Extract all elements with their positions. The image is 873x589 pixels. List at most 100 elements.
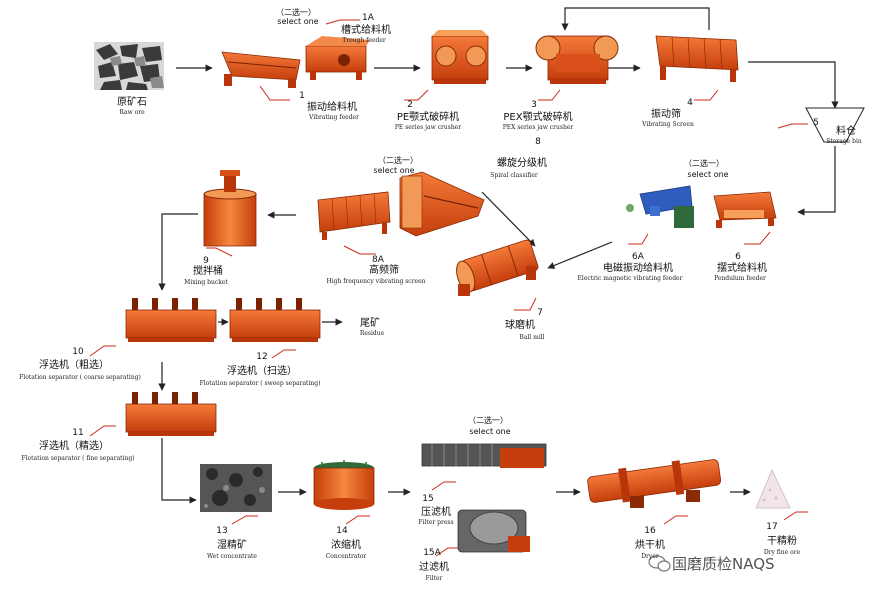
- node-1-label: 振动给料机: [307, 102, 357, 113]
- filter-press-image: [421, 443, 547, 468]
- select-one-en-label-3: select one: [373, 166, 415, 175]
- node-3-en-label: PEX series jaw crusher: [502, 124, 574, 131]
- node-3-number: 3: [531, 100, 537, 110]
- spiral-classifier-label: 螺旋分级机: [497, 158, 547, 169]
- node-6a-label: 电磁振动给料机: [603, 263, 673, 274]
- arrow-bucket-to-flotation: [158, 213, 198, 291]
- pex-jaw-crusher-image: [535, 35, 619, 84]
- vibrating-feeder-image: [221, 51, 301, 88]
- node-16-label: 烘干机: [635, 540, 665, 551]
- node-9-en-label: Mixing bucket: [184, 279, 228, 286]
- storage-bin-shape: [805, 107, 865, 143]
- node-11-en-label: Flotation separator ( fine separating): [21, 455, 135, 462]
- node-3-label: PEX颚式破碎机: [503, 112, 573, 123]
- raw-ore-image: [94, 42, 164, 90]
- arrow-fine-to-wet: [161, 438, 197, 504]
- node-7-number: 7: [537, 308, 543, 318]
- node-15a-en-label: Filter: [425, 575, 443, 582]
- node-1a-number: 1A: [362, 13, 374, 23]
- dry-fine-ore-image: [755, 469, 791, 509]
- node-10-label: 浮选机（粗选）: [39, 360, 109, 371]
- node-5-label: 料仓: [836, 126, 856, 137]
- node-6a-en-label: Electric magnetic vibrating feeder: [577, 275, 683, 282]
- spiral-classifier-image: [399, 171, 485, 237]
- node-15a-label: 过滤机: [419, 562, 449, 573]
- node-10-en-label: Flotation separator ( coarse separating): [19, 374, 141, 381]
- select-one-en-label-2: select one: [687, 170, 729, 179]
- filter-image: [457, 509, 530, 553]
- wechat-icon: [648, 555, 671, 572]
- flotation-sweep-image: [229, 298, 321, 342]
- arrow-screen-return: [561, 7, 710, 31]
- node-15-label: 压滤机: [421, 507, 451, 518]
- node-5-en-label: Storage bin: [826, 138, 862, 145]
- node-9-label: 搅拌桶: [193, 266, 223, 277]
- node-13-label: 湿精矿: [217, 540, 247, 551]
- node-11-label: 浮选机（精选）: [39, 441, 109, 452]
- spiral-classifier-en-label: Spiral classifier: [490, 172, 538, 179]
- node-17-number: 17: [766, 522, 778, 532]
- arrow-feeder-to-mill: [547, 241, 613, 269]
- arrow-bin-to-feeder: [797, 146, 836, 216]
- node-2-label: PE颚式破碎机: [396, 112, 460, 123]
- node-8-number: 8: [535, 137, 541, 147]
- mixing-bucket-image: [203, 170, 257, 247]
- node-12-en-label: Flotation separator ( sweep separating): [199, 380, 321, 387]
- node-15-number: 15: [422, 494, 434, 504]
- node-4-en-label: Vibrating Screen: [642, 121, 694, 128]
- ball-mill-image: [456, 239, 539, 296]
- node-1a-label: 槽式给料机: [341, 25, 391, 36]
- node-14-number: 14: [336, 526, 348, 536]
- pe-jaw-crusher-image: [431, 30, 489, 84]
- node-6-number: 6: [735, 252, 741, 262]
- concentrator-image: [313, 460, 375, 510]
- node-16-en-label: Dryer: [641, 553, 659, 560]
- node-11-number: 11: [72, 428, 84, 438]
- select-one-label-3: （二选一）: [378, 156, 418, 165]
- arrow-classifier-to-mill: [481, 191, 536, 247]
- node-4-number: 4: [687, 98, 693, 108]
- node-8a-label: 高频筛: [369, 265, 399, 276]
- node-15a-number: 15A: [423, 548, 441, 558]
- node-13-en-label: Wet concentrate: [207, 553, 257, 560]
- node-5-number: 5: [813, 118, 819, 128]
- node-6-label: 摆式给料机: [717, 263, 767, 274]
- raw-ore-label: 原矿石: [117, 97, 147, 108]
- node-15-en-label: Filter press: [418, 519, 454, 526]
- residue-label: 尾矿: [360, 318, 380, 329]
- node-1a-en-label: Trough feeder: [342, 37, 386, 44]
- wet-concentrate-image: [200, 464, 272, 512]
- node-16-number: 16: [644, 526, 656, 536]
- residue-en-label: Residue: [359, 330, 385, 337]
- node-10-number: 10: [72, 347, 84, 357]
- label-pointers: [89, 19, 808, 557]
- node-13-number: 13: [216, 526, 228, 536]
- node-17-label: 干精粉: [767, 536, 797, 547]
- dryer-image: [587, 459, 722, 508]
- node-8a-number: 8A: [372, 255, 384, 265]
- vibrating-screen-image: [655, 35, 739, 82]
- node-1-number: 1: [299, 91, 305, 101]
- node-12-label: 浮选机（扫选）: [227, 366, 297, 377]
- node-7-label: 球磨机: [505, 320, 535, 331]
- node-6a-number: 6A: [632, 252, 644, 262]
- flotation-fine-image: [125, 392, 217, 436]
- node-9-number: 9: [203, 256, 209, 266]
- high-frequency-screen-image: [317, 191, 391, 240]
- electromagnetic-feeder-image: [626, 185, 694, 228]
- flow-arrows: [158, 7, 839, 504]
- select-one-label-2: （二选一）: [684, 159, 724, 168]
- raw-ore-en-label: Raw ore: [119, 109, 145, 116]
- node-14-en-label: Concentrator: [325, 553, 367, 560]
- node-14-label: 浓缩机: [331, 540, 361, 551]
- node-17-en-label: Dry fine ore: [763, 549, 801, 556]
- node-2-en-label: PE series jaw crusher: [394, 124, 462, 131]
- pendulum-feeder-image: [713, 191, 777, 228]
- node-2-number: 2: [407, 100, 413, 110]
- flotation-coarse-image: [125, 298, 217, 342]
- node-6-en-label: Pendulum feeder: [714, 275, 766, 282]
- node-1-en-label: Vibrating feeder: [309, 114, 359, 121]
- node-12-number: 12: [256, 352, 268, 362]
